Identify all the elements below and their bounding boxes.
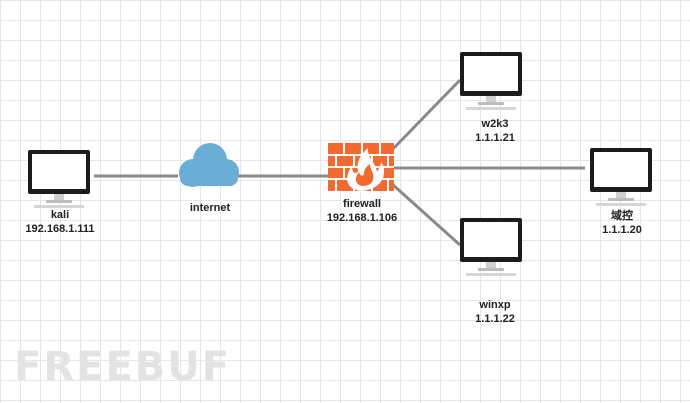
firewall-ip: 192.168.1.106 [326, 212, 398, 224]
link-firewall-w2k3 [390, 78, 462, 152]
kali-name: kali [50, 209, 70, 221]
winxp-name: winxp [479, 299, 511, 311]
winxp-label: winxp 1.1.1.22 [455, 298, 535, 326]
dc-ip: 1.1.1.20 [602, 224, 642, 236]
dc-name: 域控 [611, 210, 633, 222]
w2k3-label: w2k3 1.1.1.21 [455, 117, 535, 145]
link-firewall-winxp [390, 182, 462, 247]
dc-label: 域控 1.1.1.20 [582, 209, 662, 237]
w2k3-monitor-icon [460, 52, 522, 110]
firewall-icon [328, 143, 394, 191]
w2k3-name: w2k3 [481, 118, 509, 130]
w2k3-ip: 1.1.1.21 [475, 132, 515, 144]
winxp-monitor-icon [460, 218, 522, 276]
internet-name: internet [189, 202, 231, 214]
winxp-ip: 1.1.1.22 [475, 313, 515, 325]
dc-monitor-icon [590, 148, 652, 206]
kali-monitor-icon [28, 150, 90, 208]
firewall-label: firewall 192.168.1.106 [312, 197, 412, 225]
internet-label: internet [178, 201, 242, 215]
firewall-name: firewall [343, 198, 381, 210]
watermark: FREEBUF [14, 344, 232, 390]
kali-ip: 192.168.1.111 [25, 223, 95, 235]
cloud-icon [179, 143, 239, 187]
kali-label: kali 192.168.1.111 [18, 208, 102, 236]
